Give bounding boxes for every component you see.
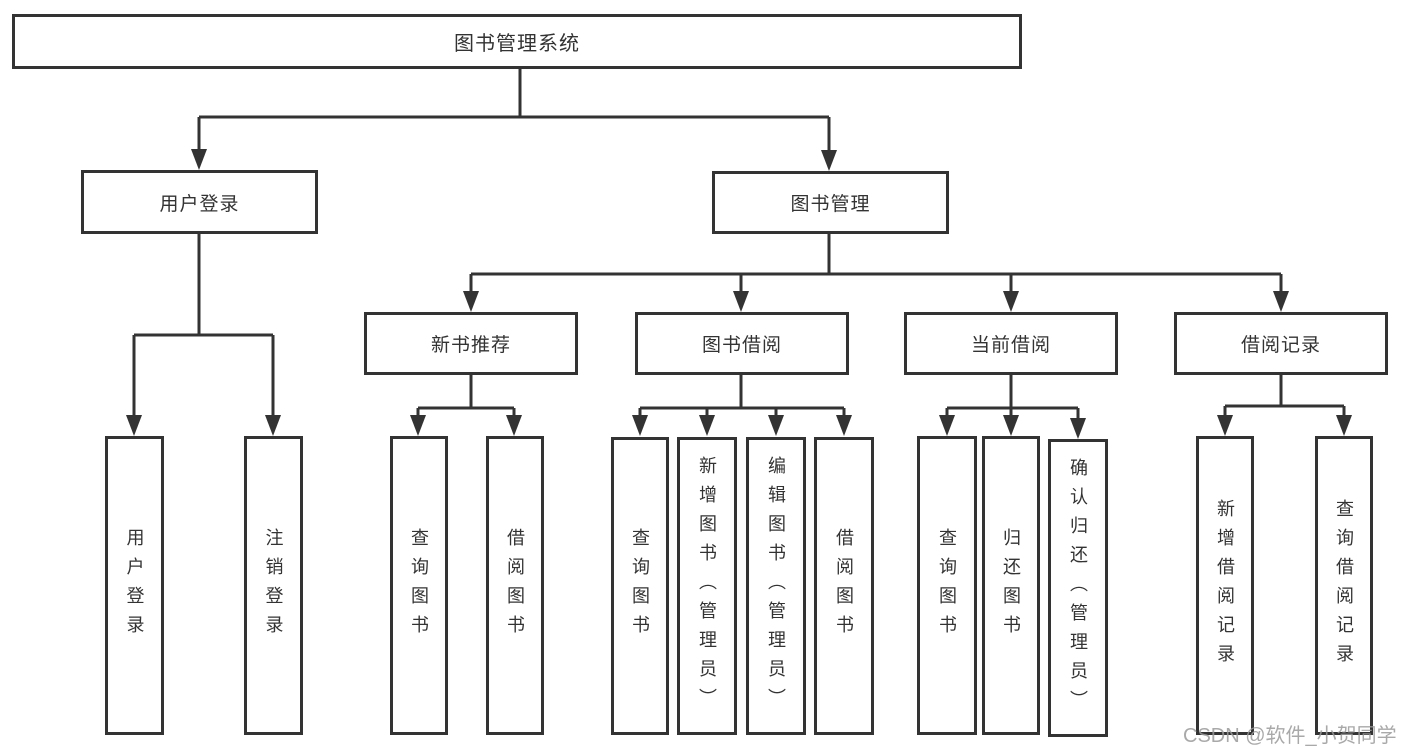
node-bb-edit-book-admin: 编辑图书（管理员） <box>746 437 806 735</box>
node-label: 查询借阅记录 <box>1334 498 1354 673</box>
node-label: 图书借阅 <box>701 335 782 356</box>
connector-book-management <box>469 234 1283 293</box>
connector-new-book-recommend <box>416 375 516 417</box>
arrowhead <box>1003 415 1019 436</box>
node-label: 借阅图书 <box>505 527 525 644</box>
arrowhead <box>506 415 522 436</box>
node-label: 新增图书（管理员） <box>697 455 717 717</box>
node-user-login-leaf: 用户登录 <box>105 436 164 735</box>
node-library-system: 图书管理系统 <box>12 14 1022 69</box>
node-logout: 注销登录 <box>244 436 303 735</box>
connector-current-borrow <box>945 375 1080 420</box>
connector-group-book-borrow <box>632 375 852 436</box>
arrowhead <box>632 415 648 436</box>
arrowhead <box>939 415 955 436</box>
arrowhead <box>1070 418 1086 439</box>
connector-group-borrow-records <box>1217 375 1352 436</box>
node-book-borrow: 图书借阅 <box>635 312 849 375</box>
node-label: 图书管理 <box>790 194 871 215</box>
node-book-management: 图书管理 <box>712 171 949 234</box>
node-bb-add-book-admin: 新增图书（管理员） <box>677 437 737 735</box>
node-new-book-recommend: 新书推荐 <box>364 312 578 375</box>
node-label: 查询图书 <box>409 527 429 644</box>
arrowhead <box>699 415 715 436</box>
node-label: 查询图书 <box>630 528 650 644</box>
node-nr-query-book: 查询图书 <box>390 436 448 735</box>
connector-root-stem <box>197 69 831 152</box>
arrowhead <box>733 291 749 312</box>
arrowhead <box>410 415 426 436</box>
arrowhead <box>463 291 479 312</box>
csdn-watermark: CSDN @软件_小贺同学 <box>1183 725 1397 747</box>
node-label: 注销登录 <box>263 527 284 644</box>
arrowhead <box>1003 291 1019 312</box>
connector-borrow-records <box>1223 375 1346 417</box>
node-bb-query-book: 查询图书 <box>611 437 669 735</box>
arrowhead <box>265 415 281 436</box>
arrowhead <box>1336 415 1352 436</box>
node-borrow-records: 借阅记录 <box>1174 312 1388 375</box>
node-br-add-record: 新增借阅记录 <box>1196 436 1254 735</box>
node-cb-return-book: 归还图书 <box>982 436 1040 735</box>
arrowhead <box>1217 415 1233 436</box>
node-nr-borrow-book: 借阅图书 <box>486 436 544 735</box>
arrowhead <box>126 415 142 436</box>
node-bb-borrow-book: 借阅图书 <box>814 437 874 735</box>
node-cb-query-book: 查询图书 <box>917 436 977 735</box>
node-label: 用户登录 <box>159 193 240 215</box>
node-label: 新增借阅记录 <box>1215 498 1235 673</box>
connector-group-user-login <box>126 234 281 436</box>
connector-user-login <box>132 234 275 417</box>
node-user-login: 用户登录 <box>81 170 318 234</box>
node-br-query-record: 查询借阅记录 <box>1315 436 1373 735</box>
node-label: 编辑图书（管理员） <box>766 455 786 717</box>
connector-group-current-borrow <box>939 375 1086 439</box>
node-label: 查询图书 <box>937 527 957 644</box>
connector-group-new-book-recommend <box>410 375 522 436</box>
arrowhead <box>836 415 852 436</box>
arrowhead <box>821 150 837 171</box>
arrowhead <box>768 415 784 436</box>
connector-group-root <box>191 69 837 171</box>
node-label: 当前借阅 <box>970 335 1051 356</box>
node-label: 图书管理系统 <box>454 33 580 55</box>
node-label: 确认归还（管理员） <box>1068 457 1088 719</box>
node-label: 归还图书 <box>1001 527 1021 644</box>
node-label: 借阅图书 <box>834 528 854 644</box>
node-label: 新书推荐 <box>430 335 511 356</box>
node-label: 借阅记录 <box>1240 335 1321 356</box>
node-cb-confirm-return-admin: 确认归还（管理员） <box>1048 439 1108 737</box>
arrowhead <box>191 149 207 170</box>
node-current-borrow: 当前借阅 <box>904 312 1118 375</box>
arrowhead <box>1273 291 1289 312</box>
connector-book-borrow <box>638 375 846 417</box>
node-label: 用户登录 <box>124 527 145 644</box>
connector-group-book-management <box>463 234 1289 312</box>
